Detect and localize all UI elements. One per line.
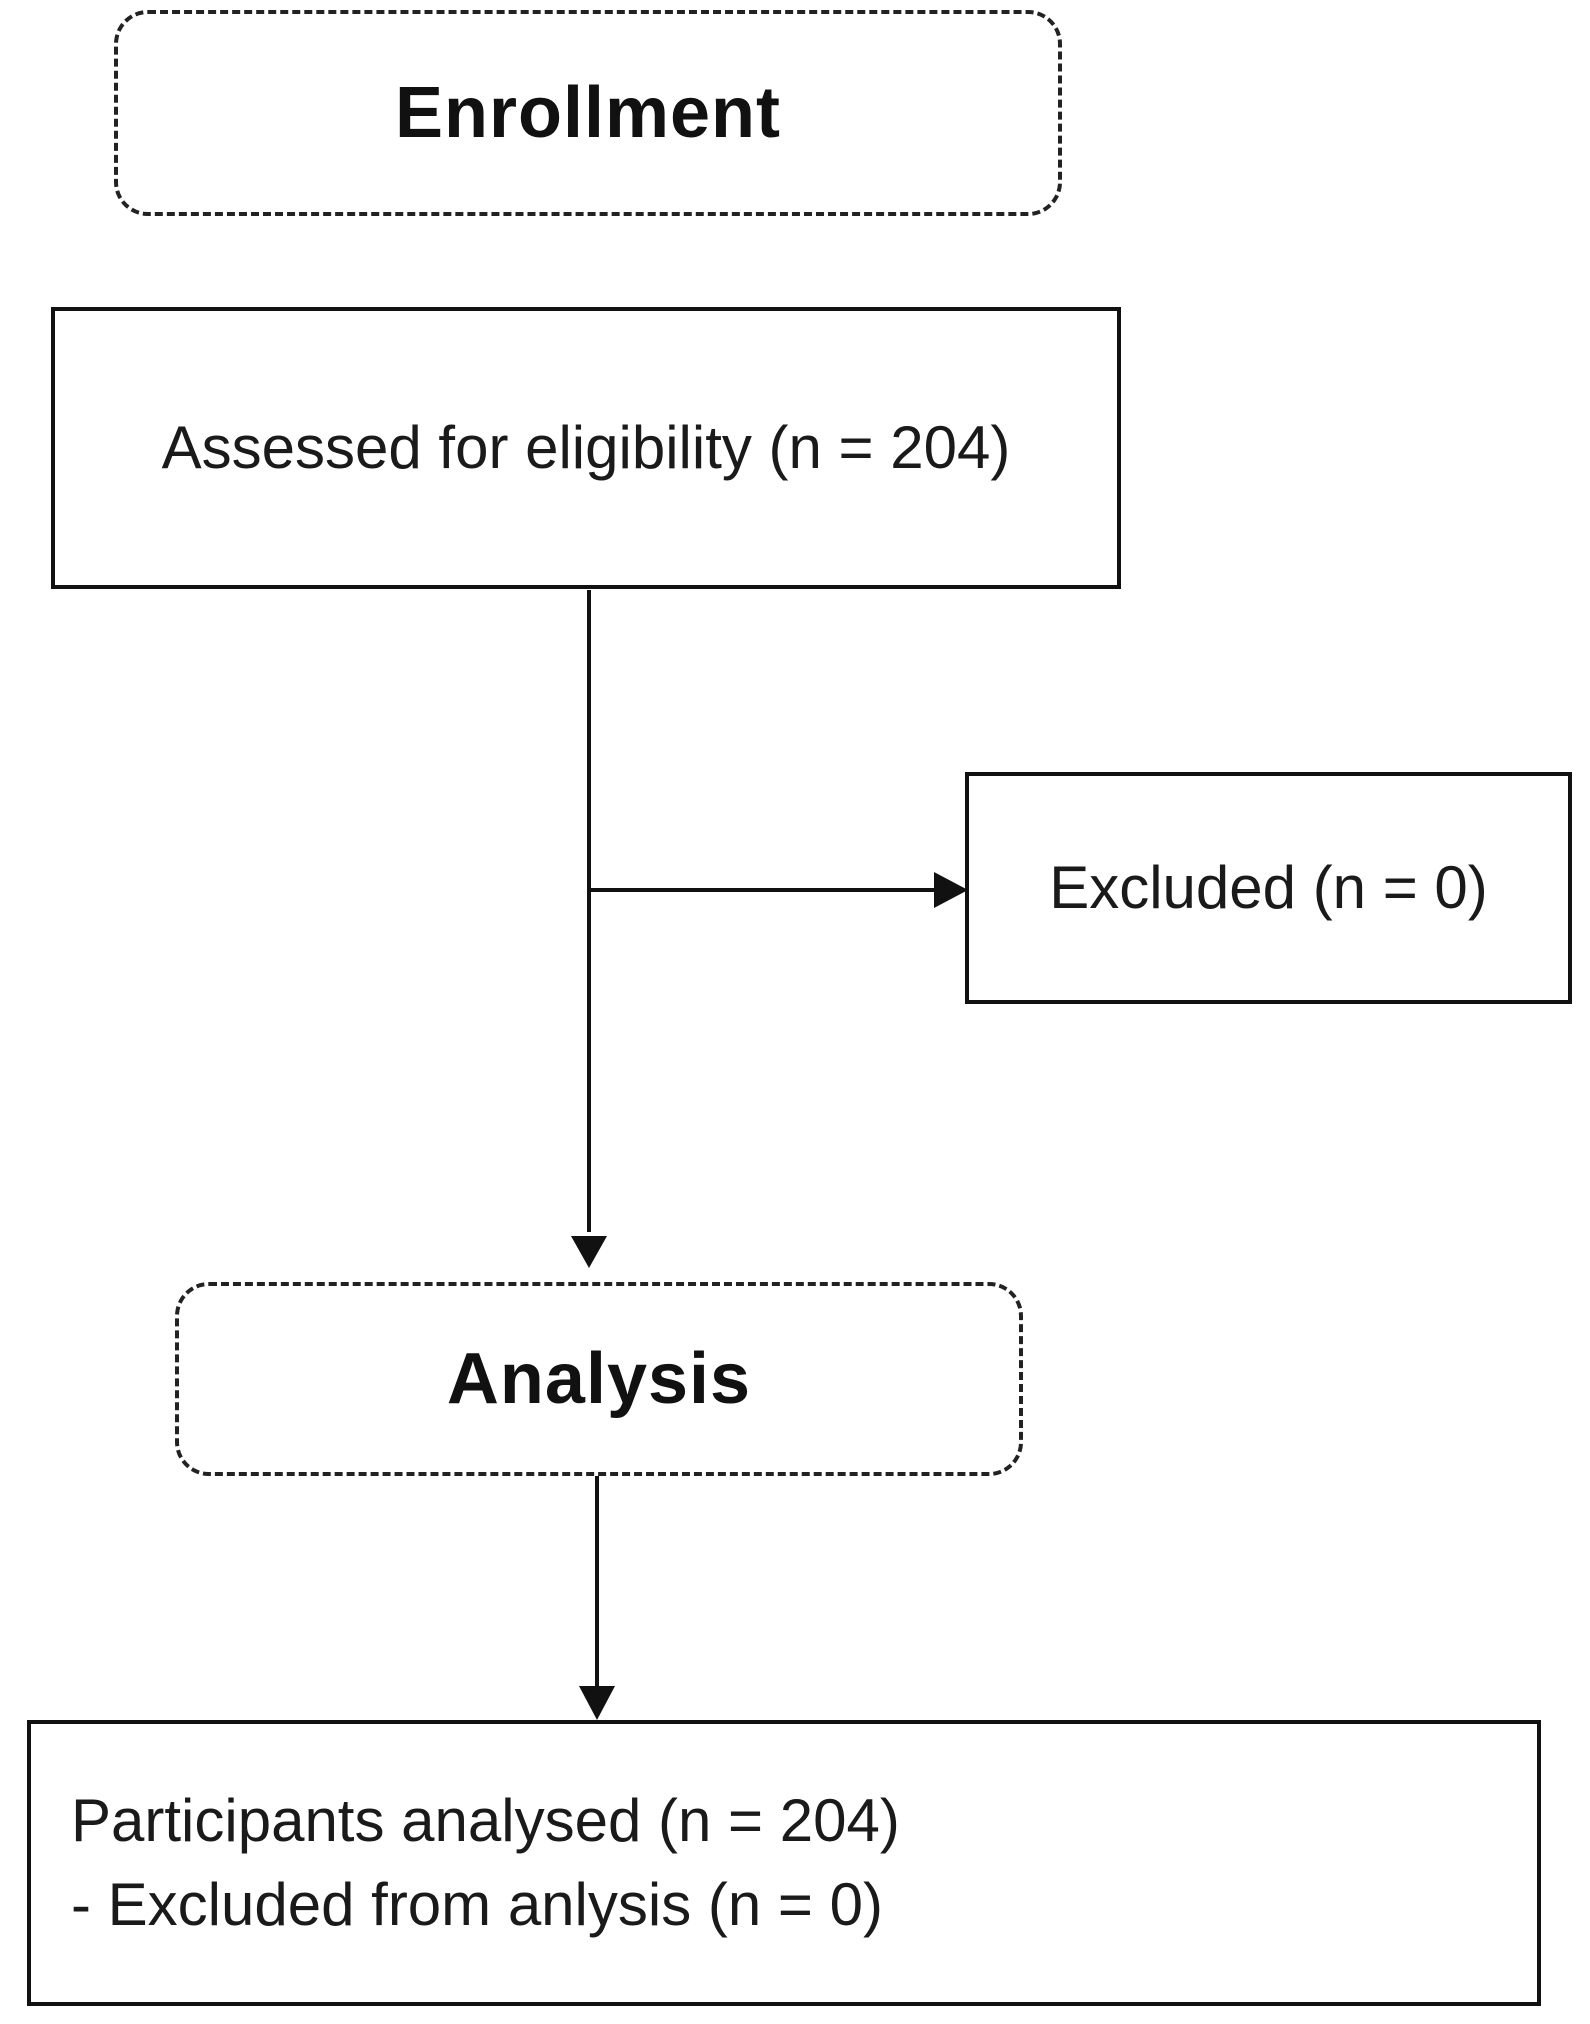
enrollment-stage-box: Enrollment bbox=[114, 10, 1062, 216]
arrowhead-to-participants bbox=[579, 1686, 615, 1720]
assessed-box: Assessed for eligibility (n = 204) bbox=[51, 307, 1121, 589]
assessed-text: Assessed for eligibility (n = 204) bbox=[161, 414, 1011, 481]
participants-analysed-text: Participants analysed (n = 204) bbox=[71, 1787, 900, 1854]
excluded-box: Excluded (n = 0) bbox=[965, 772, 1572, 1004]
excluded-from-analysis-text: - Excluded from anlysis (n = 0) bbox=[71, 1871, 883, 1938]
excluded-text: Excluded (n = 0) bbox=[1049, 854, 1488, 921]
participants-box: Participants analysed (n = 204) - Exclud… bbox=[27, 1720, 1541, 2006]
analysis-stage-box: Analysis bbox=[175, 1282, 1023, 1476]
arrowhead-to-excluded bbox=[934, 872, 968, 908]
analysis-stage-label: Analysis bbox=[446, 1339, 752, 1419]
enrollment-stage-label: Enrollment bbox=[394, 73, 782, 153]
arrowhead-to-analysis bbox=[571, 1236, 607, 1268]
